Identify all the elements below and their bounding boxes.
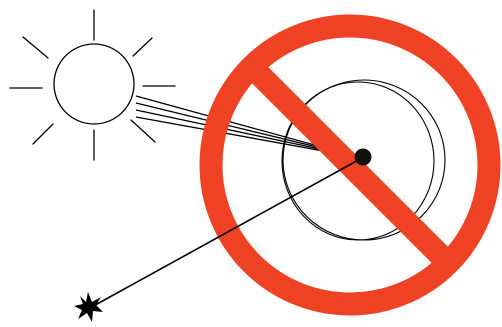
- lens-icon: [281, 79, 446, 241]
- spark-icon: [74, 292, 103, 322]
- sun-icon: [9, 9, 176, 161]
- reflected-ray: [87, 157, 363, 310]
- focal-point-icon: [354, 148, 372, 166]
